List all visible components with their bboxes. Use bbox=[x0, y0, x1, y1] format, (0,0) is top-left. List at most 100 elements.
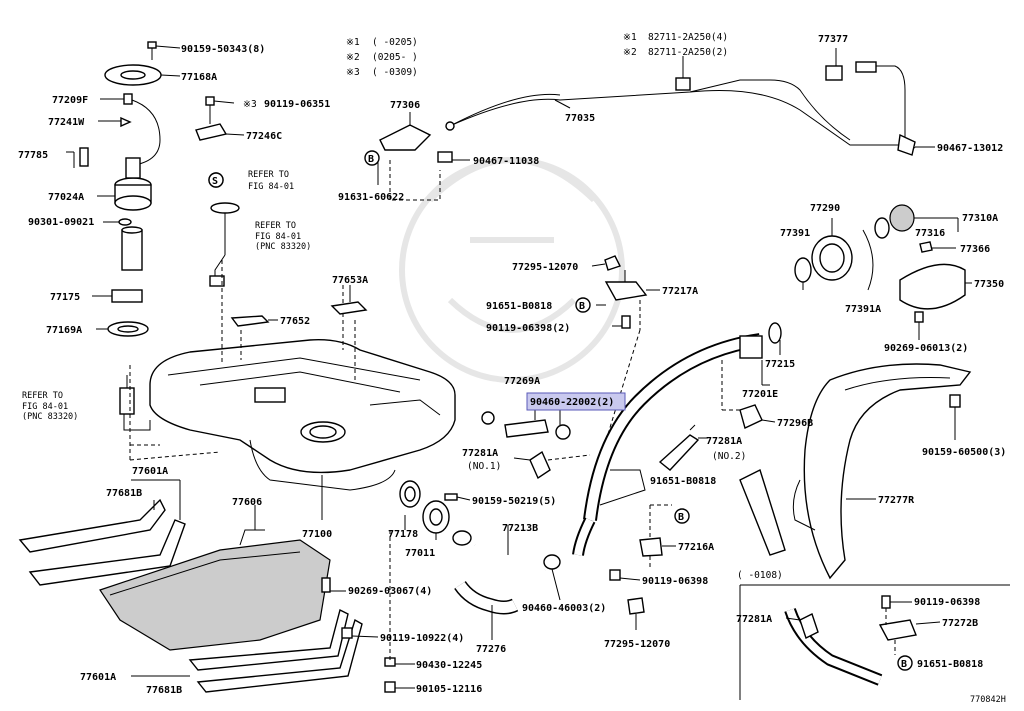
svg-text:REFER TO: REFER TO bbox=[248, 170, 289, 180]
label-90119-06398-3: 90119-06398 bbox=[914, 597, 980, 608]
inset-filler-pipe bbox=[786, 608, 882, 684]
label-77310a: 77310A bbox=[962, 213, 998, 224]
label-91651-b0818-2: 91651-B0818 bbox=[650, 476, 716, 487]
evap-vent-group bbox=[377, 56, 900, 201]
gasket-77391a bbox=[862, 229, 874, 291]
note-2-range: (0205- ) bbox=[372, 52, 418, 63]
tank-band-upper-left bbox=[18, 498, 166, 553]
label-3mark: ※3 bbox=[243, 99, 257, 110]
label-91651-b0818-1: 91651-B0818 bbox=[486, 301, 552, 312]
label-90159-60500: 90159-60500(3) bbox=[922, 447, 1006, 458]
hose-clamp bbox=[481, 411, 495, 425]
clip-77295-12070 bbox=[604, 255, 621, 271]
label-77024a: 77024A bbox=[48, 192, 84, 203]
hose-clamp bbox=[452, 530, 472, 546]
breather-hose-group bbox=[481, 395, 591, 480]
svg-text:(PNC 83320): (PNC 83320) bbox=[255, 242, 311, 252]
label-90159-50343: 90159-50343(8) bbox=[181, 44, 265, 55]
bracket-77281a-no2 bbox=[658, 434, 700, 471]
note-1-mark: ※1 bbox=[346, 37, 360, 48]
label-90119-06398-1: 90119-06398(2) bbox=[486, 323, 570, 334]
gasket-77391 bbox=[794, 257, 812, 283]
label-90105-12116: 90105-12116 bbox=[416, 684, 482, 695]
note-1-range: ( -0205) bbox=[372, 37, 418, 48]
label-90467-11038: 90467-11038 bbox=[473, 156, 539, 167]
label-77295-12070-2: 77295-12070 bbox=[604, 639, 670, 650]
tank-pad-77653a bbox=[330, 301, 368, 315]
bolt-icon bbox=[384, 681, 396, 693]
fuel-cap-77310a bbox=[889, 204, 915, 232]
label-91651-b0818-3: 91651-B0818 bbox=[917, 659, 983, 670]
label-77366: 77366 bbox=[960, 244, 990, 255]
label-77201e: 77201E bbox=[742, 389, 778, 400]
label-77215: 77215 bbox=[765, 359, 795, 370]
bolt-icon bbox=[341, 627, 353, 639]
label-77281a-2: 77281A bbox=[706, 436, 742, 447]
clamp-82711 bbox=[675, 77, 691, 91]
marker-s: S bbox=[208, 172, 224, 188]
hose-clamp-77296b bbox=[739, 404, 763, 429]
hose-clamp bbox=[543, 554, 561, 570]
refer-note-3: REFER TO FIG 84-01 (PNC 83320) bbox=[22, 391, 78, 422]
pump-wire-harness bbox=[131, 99, 161, 166]
label-77272b: 77272B bbox=[942, 618, 978, 629]
hose-77276 bbox=[455, 581, 518, 613]
fuel-pump-motor bbox=[121, 229, 143, 271]
bolt-icon bbox=[881, 595, 891, 609]
svg-text:FIG 84-01: FIG 84-01 bbox=[248, 182, 294, 192]
label-90301-09021: 90301-09021 bbox=[28, 217, 94, 228]
label-77216a: 77216A bbox=[678, 542, 714, 553]
filler-neck bbox=[739, 335, 763, 359]
label-77601a-1: 77601A bbox=[132, 466, 168, 477]
marker-b-4: B bbox=[897, 655, 913, 671]
date-notes: ※1 ( -0205) ※2 (0205- ) ※3 ( -0309) ※1 8… bbox=[346, 32, 728, 78]
label-90119-06351: 90119-06351 bbox=[264, 99, 330, 110]
label-77350: 77350 bbox=[974, 279, 1004, 290]
filler-pipe-group bbox=[572, 255, 786, 630]
label-77168a: 77168A bbox=[181, 72, 217, 83]
fuel-outlet-parts bbox=[399, 480, 471, 540]
fuel-lid-77350 bbox=[899, 263, 966, 310]
inset-bracket-77281a bbox=[799, 613, 819, 639]
label-77209f: 77209F bbox=[52, 95, 88, 106]
label-77290: 77290 bbox=[810, 203, 840, 214]
label-77295-12070-1: 77295-12070 bbox=[512, 262, 578, 273]
note-2-mark: ※2 bbox=[346, 52, 360, 63]
tank-band-upper-right bbox=[188, 608, 349, 671]
inset-bracket-77272b bbox=[878, 619, 917, 641]
label-77035: 77035 bbox=[565, 113, 595, 124]
bracket-77306 bbox=[379, 124, 432, 151]
label-77652: 77652 bbox=[280, 316, 310, 327]
label-77681b-2: 77681B bbox=[146, 685, 182, 696]
label-77391: 77391 bbox=[780, 228, 810, 239]
note2-1-text: 82711-2A250(4) bbox=[648, 32, 728, 43]
svg-text:B: B bbox=[678, 512, 684, 523]
watermark-emblem bbox=[399, 157, 625, 383]
marker-b-3: B bbox=[674, 508, 690, 524]
bracket-77216a bbox=[639, 537, 663, 557]
label-90119-10922: 90119-10922(4) bbox=[380, 633, 464, 644]
label-77601a-2: 77601A bbox=[80, 672, 116, 683]
label-77246c: 77246C bbox=[246, 131, 282, 142]
label-77217a: 77217A bbox=[662, 286, 698, 297]
label-90269-03067: 90269-03067(4) bbox=[348, 586, 432, 597]
label-90467-13012: 90467-13012 bbox=[937, 143, 1003, 154]
label-77653a: 77653A bbox=[332, 275, 368, 286]
svg-text:S: S bbox=[212, 176, 218, 187]
bracket-77281a-no1 bbox=[529, 450, 551, 480]
svg-text:FIG 84-01: FIG 84-01 bbox=[22, 402, 68, 412]
label-77241w: 77241W bbox=[48, 117, 85, 128]
label-77281a-1: 77281A bbox=[462, 448, 498, 459]
svg-text:(PNC 83320): (PNC 83320) bbox=[22, 412, 78, 422]
label-77277r: 77277R bbox=[878, 495, 915, 506]
fuel-gauge-connector bbox=[123, 93, 133, 105]
label-77100: 77100 bbox=[302, 529, 332, 540]
part-labels: 90159-50343(8) 77168A 77209F ※3 90119-06… bbox=[18, 34, 1006, 705]
label-91631-60622: 91631-60622 bbox=[338, 192, 404, 203]
cap-gasket-77316 bbox=[874, 217, 890, 239]
svg-text:B: B bbox=[579, 301, 585, 312]
bolt-icon bbox=[321, 577, 331, 593]
highlight-90460-22002 bbox=[526, 392, 626, 411]
label-77281a-3: 77281A bbox=[736, 614, 772, 625]
